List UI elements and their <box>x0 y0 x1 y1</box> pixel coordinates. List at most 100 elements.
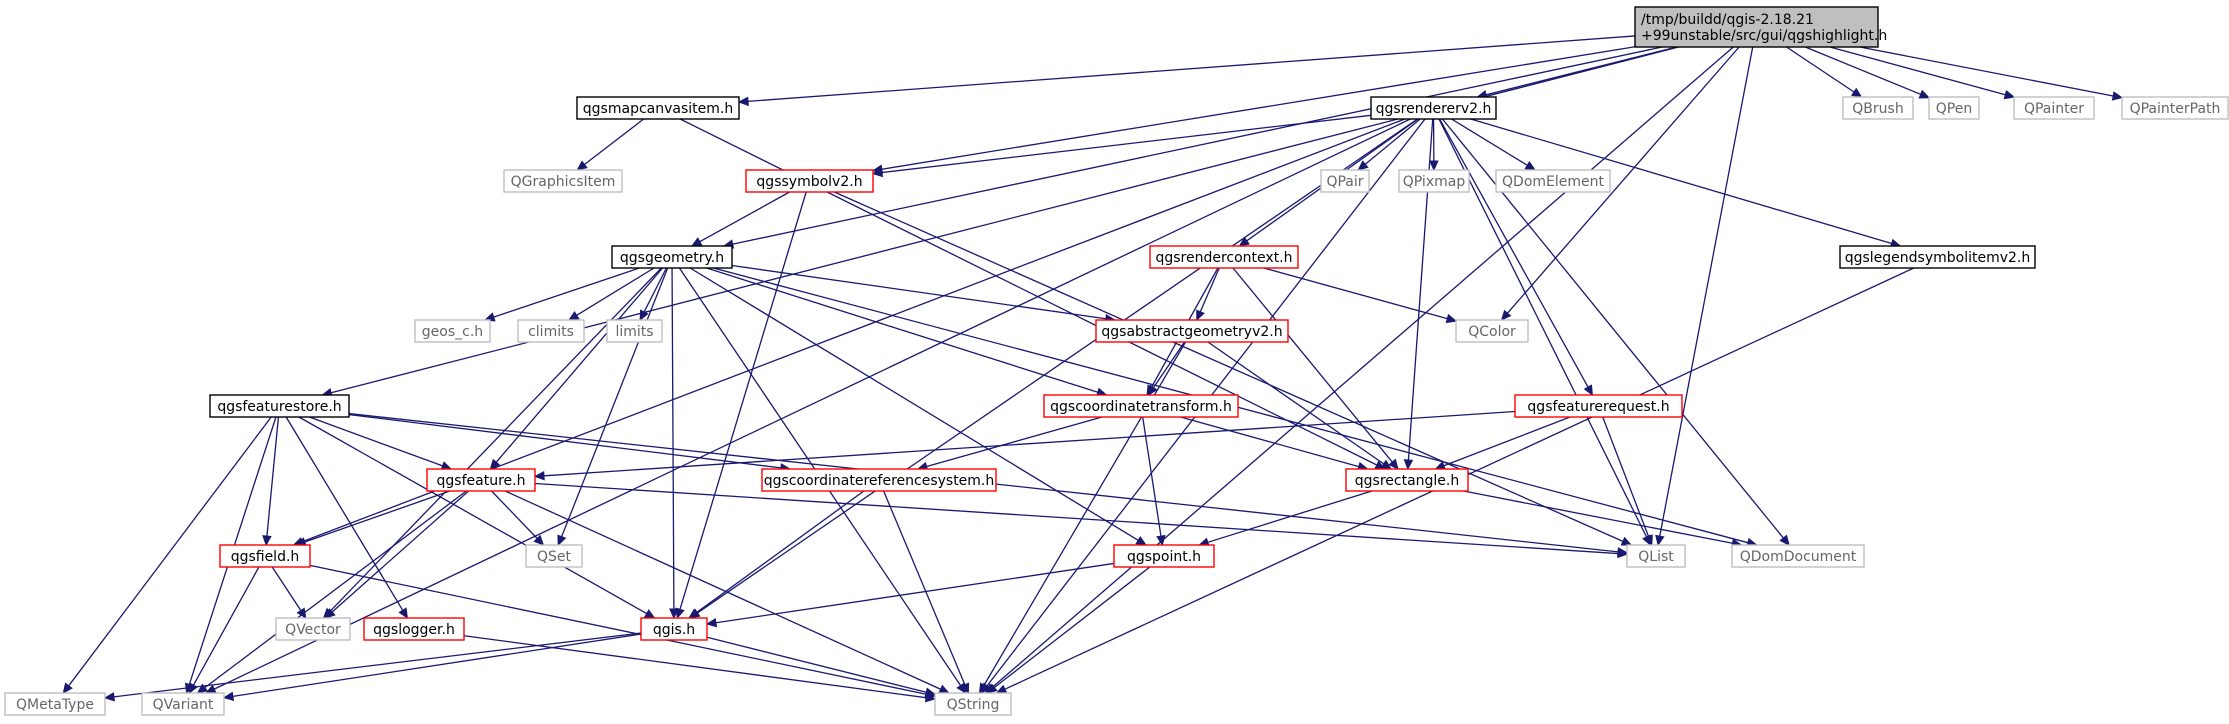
node-feature[interactable]: qgsfeature.h <box>426 468 536 492</box>
node-qcolor: QColor <box>1455 319 1529 343</box>
edge-featurerequest-to-qlist <box>1602 416 1653 547</box>
node-mapcanvasitem[interactable]: qgsmapcanvasitem.h <box>576 96 740 120</box>
arrowhead-icon <box>1445 313 1458 324</box>
edge-line <box>1364 118 1421 165</box>
node-box <box>1495 169 1611 193</box>
node-logger[interactable]: qgslogger.h <box>363 617 465 641</box>
edge-root-to-symbolv2 <box>871 46 1636 174</box>
node-coordtransform[interactable]: qgscoordinatetransform.h <box>1043 394 1239 418</box>
arrowhead-icon <box>688 608 700 619</box>
node-box <box>275 617 351 641</box>
arrowhead-icon <box>1620 536 1633 546</box>
edge-featurestore-to-field <box>262 416 280 547</box>
edge-line <box>113 632 642 698</box>
edge-line <box>1199 267 1220 312</box>
edge-rendererv2-to-qgis <box>688 118 1418 619</box>
edge-feature-to-qvector <box>324 490 470 619</box>
node-rectangle[interactable]: qgsrectangle.h <box>1345 468 1469 492</box>
node-label: QPixmap <box>1403 174 1466 190</box>
node-label: /tmp/buildd/qgis-2.18.21 <box>1641 12 1814 28</box>
edge-line <box>348 413 782 469</box>
node-box <box>2013 96 2095 120</box>
node-label: qgscoordinatereferencesystem.h <box>764 473 995 489</box>
node-featurerequest[interactable]: qgsfeaturerequest.h <box>1514 394 1683 418</box>
node-label: QVariant <box>153 697 214 713</box>
arrowhead-icon <box>1380 459 1393 470</box>
edge-line <box>834 191 1624 542</box>
node-label: qgsmapcanvasitem.h <box>583 101 733 117</box>
node-rendererv2[interactable]: qgsrendererv2.h <box>1370 96 1497 120</box>
node-label: qgssymbolv2.h <box>756 174 862 190</box>
node-qdomdocument: QDomDocument <box>1731 544 1865 568</box>
node-label: qgslogger.h <box>373 622 455 638</box>
arrowhead-icon <box>1196 309 1205 322</box>
node-crs[interactable]: qgscoordinatereferencesystem.h <box>761 468 997 492</box>
node-qpainter: QPainter <box>2013 96 2095 120</box>
node-box <box>1345 468 1469 492</box>
edge-line <box>1443 416 1571 467</box>
arrowhead-icon <box>1617 548 1629 559</box>
node-label: QGraphicsItem <box>511 174 616 190</box>
node-box <box>1731 544 1865 568</box>
node-box <box>1514 394 1683 418</box>
edge-line <box>671 267 675 610</box>
node-rendercontext[interactable]: qgsrendercontext.h <box>1149 245 1299 269</box>
edge-line <box>309 564 927 695</box>
arrowhead-icon <box>576 160 588 171</box>
node-label: qgsabstractgeometryv2.h <box>1101 324 1282 340</box>
edge-geometry-to-qgis <box>669 267 679 620</box>
node-box <box>745 169 874 193</box>
node-geometry[interactable]: qgsgeometry.h <box>611 245 733 269</box>
arrowhead-icon <box>1524 160 1537 171</box>
edge-root-to-qbrush <box>1786 46 1863 98</box>
edge-crs-to-qstring <box>883 490 970 695</box>
arrowhead-icon <box>196 683 209 694</box>
edge-line <box>699 191 790 243</box>
arrowhead-icon <box>1403 459 1414 471</box>
node-label: climits <box>528 324 574 340</box>
edge-line <box>1829 46 2006 96</box>
node-box <box>1095 319 1289 343</box>
edge-root-to-qpen <box>1805 46 1931 99</box>
edge-line <box>689 267 1139 541</box>
node-label: qgsfeature.h <box>437 473 526 489</box>
edge-line <box>696 490 865 614</box>
node-qgis[interactable]: qgis.h <box>640 617 708 641</box>
node-field[interactable]: qgsfield.h <box>219 544 311 568</box>
node-label: QList <box>1638 549 1674 565</box>
node-label: qgsfeaturestore.h <box>217 399 341 415</box>
edge-abstractgeometry-to-coordtransform <box>1147 341 1186 397</box>
edge-line <box>271 566 302 611</box>
edge-line <box>543 410 1516 477</box>
arrowhead-icon <box>871 167 883 178</box>
node-abstractgeometry[interactable]: qgsabstractgeometryv2.h <box>1095 319 1289 343</box>
node-qset: QSet <box>525 544 583 568</box>
node-point[interactable]: qgspoint.h <box>1113 544 1215 568</box>
arrowhead-icon <box>533 470 545 481</box>
node-box <box>141 692 225 716</box>
node-legendsymbolitem[interactable]: qgslegendsymbolitemv2.h <box>1839 245 2036 269</box>
node-label: limits <box>615 324 653 340</box>
edge-rectangle-to-point <box>1198 490 1373 547</box>
edge-line <box>643 267 668 313</box>
edge-line <box>285 416 404 611</box>
node-root[interactable]: /tmp/buildd/qgis-2.18.21+99unstable/src/… <box>1634 6 1887 48</box>
node-label: qgsfeaturerequest.h <box>1527 399 1669 415</box>
edge-root-to-qpainter <box>1829 46 2016 100</box>
node-box <box>4 692 106 716</box>
edge-line <box>504 490 941 690</box>
edge-symbolv2-to-geometry <box>690 191 790 247</box>
edge-line <box>1786 46 1855 93</box>
arrowhead-icon <box>705 617 718 628</box>
edge-feature-to-qvariant <box>196 490 467 694</box>
edge-line <box>192 566 260 686</box>
arrowhead-icon <box>639 309 649 322</box>
edge-line <box>747 35 1636 103</box>
edge-line <box>204 490 467 689</box>
node-symbolv2[interactable]: qgssymbolv2.h <box>745 169 874 193</box>
edge-geometry-to-limits <box>639 267 668 322</box>
edge-coordtransform-to-point <box>1142 416 1166 547</box>
edge-point-to-qstring <box>986 566 1151 694</box>
edge-line <box>983 341 1187 686</box>
node-featurestore[interactable]: qgsfeaturestore.h <box>209 394 350 418</box>
